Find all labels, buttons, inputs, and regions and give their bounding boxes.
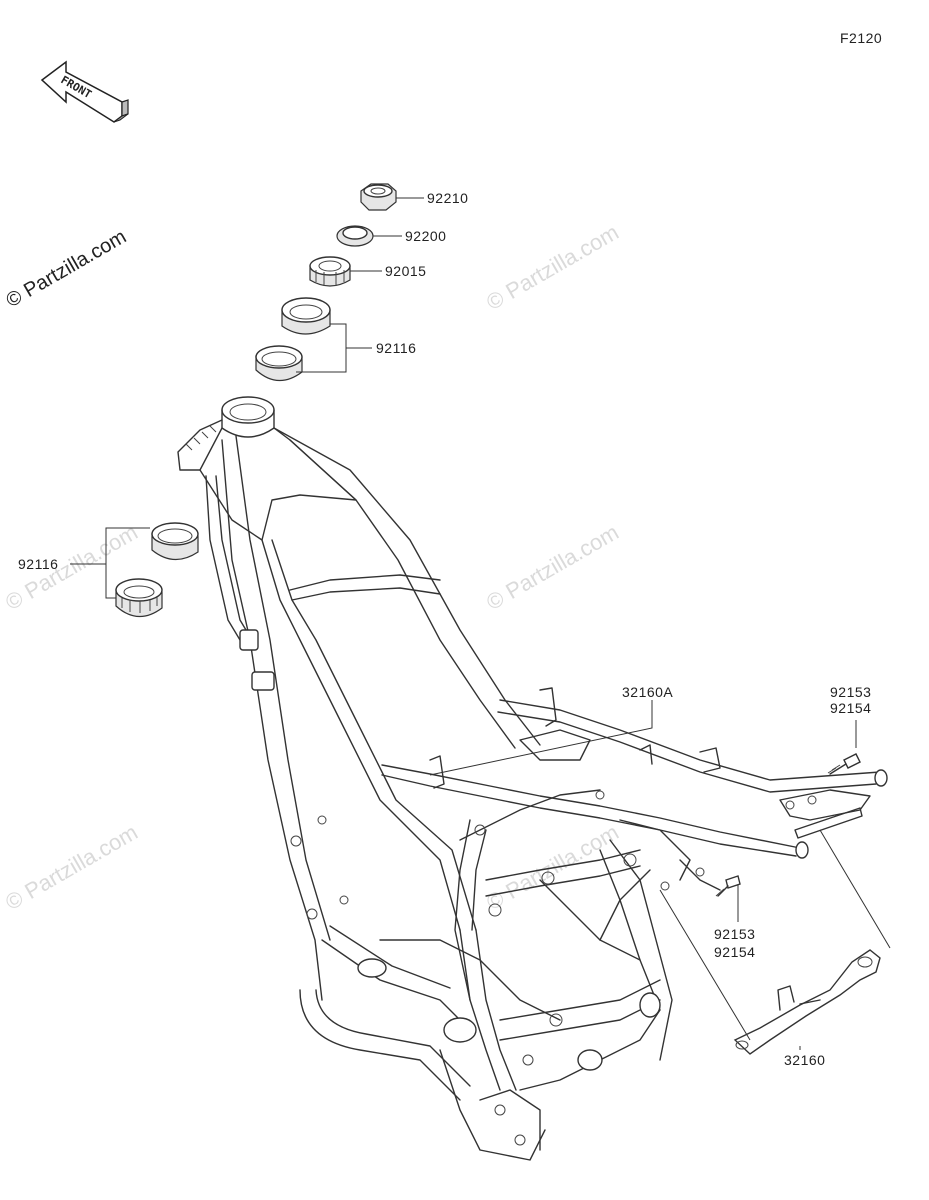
part-32160-brace xyxy=(733,949,881,1055)
callout-92154-mid: 92154 xyxy=(714,944,756,960)
callout-92210: 92210 xyxy=(427,190,469,206)
leader-lines xyxy=(70,197,891,1050)
callout-32160a: 32160A xyxy=(622,684,674,700)
part-92116-upper-bearing xyxy=(281,297,331,335)
frame-assembly xyxy=(177,396,888,1161)
front-arrow-icon: FRONT xyxy=(40,60,129,123)
part-92210-nut xyxy=(360,183,397,211)
part-92116-lower-race xyxy=(151,522,199,561)
callout-32160: 32160 xyxy=(784,1052,826,1068)
part-92116-lower-bearing xyxy=(115,578,163,618)
callout-92200: 92200 xyxy=(405,228,447,244)
figure-code: F2120 xyxy=(840,30,883,46)
bolt-92153-mid xyxy=(715,875,741,897)
bolt-92153-top xyxy=(827,753,861,775)
part-92200-washer xyxy=(336,225,374,247)
callout-92153-top: 92153 xyxy=(830,684,872,700)
callout-92116-lower: 92116 xyxy=(18,556,59,572)
callout-92154-top: 92154 xyxy=(830,700,872,716)
part-92116-upper-race xyxy=(255,345,303,382)
callout-92015: 92015 xyxy=(385,263,427,279)
callout-92116-upper: 92116 xyxy=(376,340,417,356)
callout-92153-mid: 92153 xyxy=(714,926,756,942)
part-92015-nut xyxy=(309,256,351,287)
